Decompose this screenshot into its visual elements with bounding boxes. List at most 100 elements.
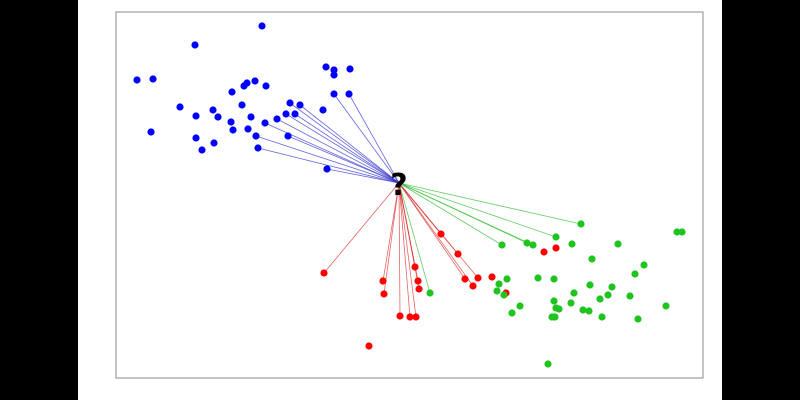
red-neighbor-line bbox=[398, 182, 420, 290]
green-point bbox=[634, 315, 642, 323]
red-point bbox=[474, 274, 482, 282]
blue-neighbor-line bbox=[348, 93, 400, 184]
red-neighbor-line bbox=[398, 182, 411, 318]
blue-point bbox=[284, 132, 292, 140]
green-point bbox=[503, 275, 511, 283]
red-point bbox=[411, 263, 419, 271]
blue-point bbox=[282, 110, 290, 118]
blue-point bbox=[330, 66, 338, 74]
blue-point bbox=[240, 82, 248, 90]
blue-point bbox=[330, 71, 338, 79]
blue-point bbox=[247, 113, 255, 121]
blue-point bbox=[319, 106, 327, 114]
red-neighbor-line bbox=[382, 182, 400, 282]
blue-point bbox=[258, 22, 266, 30]
blue-neighbor-line bbox=[257, 147, 400, 184]
green-point bbox=[579, 306, 587, 314]
blue-point bbox=[214, 113, 222, 121]
green-point bbox=[570, 289, 578, 297]
blue-neighbor-line bbox=[326, 168, 400, 184]
red-point bbox=[437, 230, 445, 238]
green-point bbox=[555, 305, 563, 313]
blue-point bbox=[330, 90, 338, 98]
red-point bbox=[320, 269, 328, 277]
blue-point bbox=[192, 134, 200, 142]
green-point bbox=[495, 280, 503, 288]
green-point bbox=[631, 270, 639, 278]
green-point bbox=[550, 297, 558, 305]
green-point bbox=[673, 228, 681, 236]
green-point bbox=[568, 240, 576, 248]
green-point bbox=[523, 239, 531, 247]
blue-point bbox=[210, 139, 218, 147]
red-point bbox=[380, 290, 388, 298]
red-point bbox=[379, 277, 387, 285]
blue-point bbox=[323, 165, 331, 173]
green-point bbox=[604, 291, 612, 299]
green-point bbox=[551, 313, 559, 321]
blue-neighbor-line bbox=[285, 113, 400, 184]
red-neighbor-line bbox=[398, 182, 401, 317]
blue-point bbox=[192, 112, 200, 120]
blue-point bbox=[238, 101, 246, 109]
red-point bbox=[414, 277, 422, 285]
blue-point bbox=[291, 110, 299, 118]
green-point bbox=[585, 307, 593, 315]
red-point bbox=[412, 313, 420, 321]
blue-point bbox=[191, 41, 199, 49]
blue-neighbor-line bbox=[294, 113, 400, 184]
red-neighbor-line bbox=[398, 182, 474, 287]
blue-neighbor-line bbox=[333, 93, 400, 184]
blue-point bbox=[244, 125, 252, 133]
blue-point bbox=[133, 76, 141, 84]
green-point bbox=[508, 309, 516, 317]
red-neighbor-line bbox=[398, 182, 417, 318]
blue-point bbox=[252, 132, 260, 140]
red-point bbox=[461, 275, 469, 283]
green-point bbox=[534, 274, 542, 282]
blue-point bbox=[149, 75, 157, 83]
green-point bbox=[662, 302, 670, 310]
green-point bbox=[608, 283, 616, 291]
red-point bbox=[552, 244, 560, 252]
blue-point bbox=[228, 88, 236, 96]
green-point bbox=[598, 313, 606, 321]
blue-point bbox=[346, 65, 354, 73]
green-neighbor-line bbox=[398, 182, 503, 246]
query-point-label: ? bbox=[390, 168, 407, 203]
green-point bbox=[678, 228, 686, 236]
blue-point bbox=[261, 119, 269, 127]
green-point bbox=[640, 261, 648, 269]
green-point bbox=[596, 295, 604, 303]
green-point bbox=[544, 360, 552, 368]
green-point bbox=[577, 220, 585, 228]
red-point bbox=[396, 312, 404, 320]
blue-point bbox=[209, 106, 217, 114]
blue-point bbox=[229, 126, 237, 134]
blue-neighbor-line bbox=[289, 102, 400, 184]
blue-point bbox=[286, 99, 294, 107]
blue-point bbox=[322, 63, 330, 71]
green-point bbox=[550, 275, 558, 283]
blue-neighbor-line bbox=[287, 135, 400, 184]
data-points bbox=[133, 22, 686, 368]
green-point bbox=[626, 292, 634, 300]
blue-point bbox=[227, 118, 235, 126]
red-point bbox=[415, 285, 423, 293]
blue-neighbor-line bbox=[276, 118, 400, 184]
blue-neighbor-line bbox=[264, 122, 400, 184]
green-point bbox=[586, 281, 594, 289]
green-point bbox=[552, 233, 560, 241]
green-neighbor-line bbox=[398, 182, 582, 225]
green-point bbox=[500, 291, 508, 299]
blue-point bbox=[198, 146, 206, 154]
green-neighbor-line bbox=[398, 182, 557, 238]
green-point bbox=[516, 302, 524, 310]
red-point bbox=[406, 313, 414, 321]
blue-point bbox=[251, 77, 259, 85]
plot-frame bbox=[115, 11, 704, 379]
red-point bbox=[540, 248, 548, 256]
green-point bbox=[567, 299, 575, 307]
green-point bbox=[614, 240, 622, 248]
